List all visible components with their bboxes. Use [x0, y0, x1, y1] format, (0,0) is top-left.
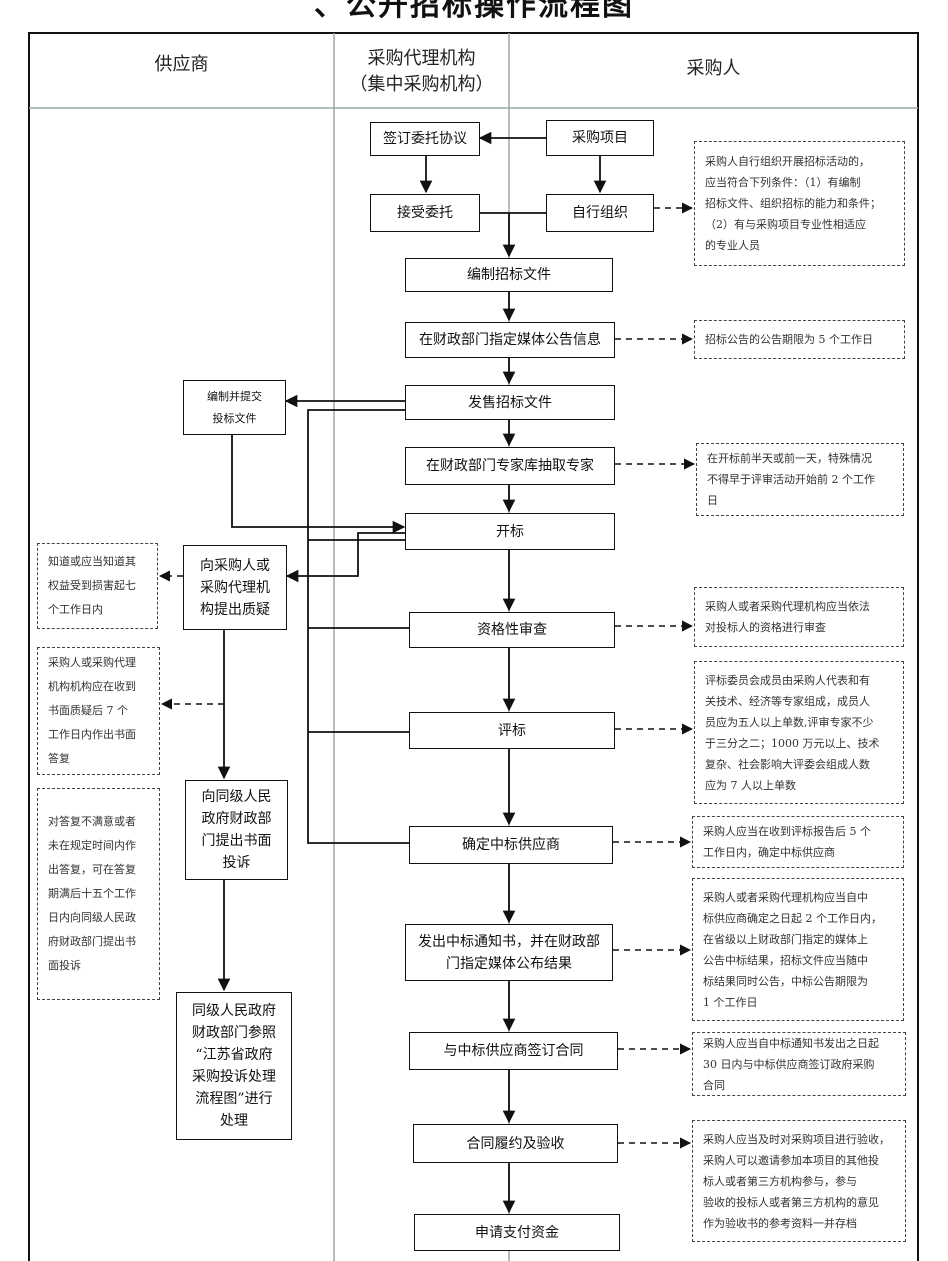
complaint-box: 向同级人民 政府财政部 门提出书面 投诉 — [185, 780, 288, 880]
qualification-review-box: 资格性审查 — [409, 612, 615, 648]
self-org-conditions-note: 采购人自行组织开展招标活动的， 应当符合下列条件：（1）有编制 招标文件、组织招… — [694, 141, 905, 266]
bid-opening-box: 开标 — [405, 513, 615, 550]
draw-experts-box: 在财政部门专家库抽取专家 — [405, 447, 615, 485]
lane-header-purchaser: 采购人 — [686, 58, 741, 79]
prepare-bid-box: 编制并提交 投标文件 — [183, 380, 286, 435]
apply-payment-box: 申请支付资金 — [414, 1214, 620, 1251]
purchase-project-box: 采购项目 — [546, 120, 654, 156]
sell-docs-box: 发售招标文件 — [405, 385, 615, 420]
acceptance-note: 采购人应当及时对采购项目进行验收， 采购人可以邀请参加本项目的其他投 标人或者第… — [692, 1120, 906, 1242]
issue-notice-box: 发出中标通知书，并在财政部 门指定媒体公布结果 — [405, 924, 613, 981]
lane-header-supplier: 供应商 — [154, 54, 209, 75]
outer-frame — [28, 32, 919, 1261]
page-title: 、公开招标操作流程图 — [314, 0, 634, 23]
sign-contract-box: 与中标供应商签订合同 — [409, 1032, 618, 1070]
evaluation-box: 评标 — [409, 712, 615, 749]
sign-agreement-box: 签订委托协议 — [370, 122, 480, 156]
reply-deadline-note: 采购人或采购代理 机构机构应在收到 书面质疑后 7 个 工作日内作出书面 答复 — [37, 647, 160, 775]
expert-timing-note: 在开标前半天或前一天，特殊情况 不得早于评审活动开始前 2 个工作 日 — [696, 443, 904, 516]
raise-query-box: 向采购人或 采购代理机 构提出质疑 — [183, 545, 287, 630]
query-deadline-note: 知道或应当知道其 权益受到损害起七 个工作日内 — [37, 543, 158, 629]
announce-period-note: 招标公告的公告期限为 5 个工作日 — [694, 320, 905, 359]
committee-note: 评标委员会成员由采购人代表和有 关技术、经济等专家组成，成员人 员应为五人以上单… — [694, 661, 904, 804]
lane-header-agency: 采购代理机构 （集中采购机构） — [334, 46, 509, 98]
lane-header-agency-line1: 采购代理机构 — [367, 48, 476, 69]
lane-header-agency-line2: （集中采购机构） — [349, 74, 494, 95]
compile-docs-box: 编制招标文件 — [405, 258, 613, 292]
complaint-deadline-note: 对答复不满意或者 未在规定时间内作 出答复，可在答复 期满后十五个工作 日内向同… — [37, 788, 160, 1000]
contract-note: 采购人应当自中标通知书发出之日起 30 日内与中标供应商签订政府采购 合同 — [692, 1032, 906, 1096]
qualification-note: 采购人或者采购代理机构应当依法 对投标人的资格进行审查 — [694, 587, 904, 647]
self-organize-box: 自行组织 — [546, 194, 654, 232]
determine-winner-box: 确定中标供应商 — [409, 826, 613, 864]
winner-note: 采购人应当在收到评标报告后 5 个 工作日内，确定中标供应商 — [692, 816, 904, 868]
accept-commission-box: 接受委托 — [370, 194, 480, 232]
performance-box: 合同履约及验收 — [413, 1124, 618, 1163]
publish-note: 采购人或者采购代理机构应当自中 标供应商确定之日起 2 个工作日内， 在省级以上… — [692, 878, 904, 1021]
complaint-handling-box: 同级人民政府 财政部门参照 “江苏省政府 采购投诉处理 流程图”进行 处理 — [176, 992, 292, 1140]
announce-box: 在财政部门指定媒体公告信息 — [405, 322, 615, 358]
